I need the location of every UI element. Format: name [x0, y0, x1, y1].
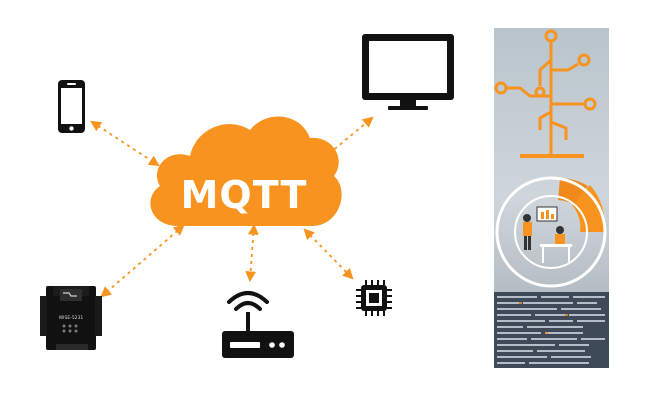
microchip-icon — [356, 280, 392, 316]
connection-chip — [303, 228, 354, 280]
code-lines-icon — [494, 292, 609, 368]
cloud-shape — [150, 116, 342, 226]
connection-router — [245, 223, 259, 283]
io-controller-icon: WISE-5231 — [40, 286, 102, 350]
analytics-people-icon — [495, 176, 607, 288]
connection-monitor — [311, 116, 374, 169]
monitor-icon — [362, 34, 454, 110]
cloud-label: MQTT — [181, 173, 308, 217]
smartphone-icon — [58, 80, 85, 133]
connection-plc — [100, 224, 185, 298]
connection-phone — [90, 120, 160, 167]
circuit-tree-icon — [494, 29, 597, 158]
plc-label: WISE-5231 — [59, 315, 84, 321]
wifi-router-icon — [222, 291, 294, 358]
side-panel — [494, 28, 609, 368]
connections — [90, 116, 374, 298]
mqtt-cloud: MQTT — [150, 116, 342, 226]
